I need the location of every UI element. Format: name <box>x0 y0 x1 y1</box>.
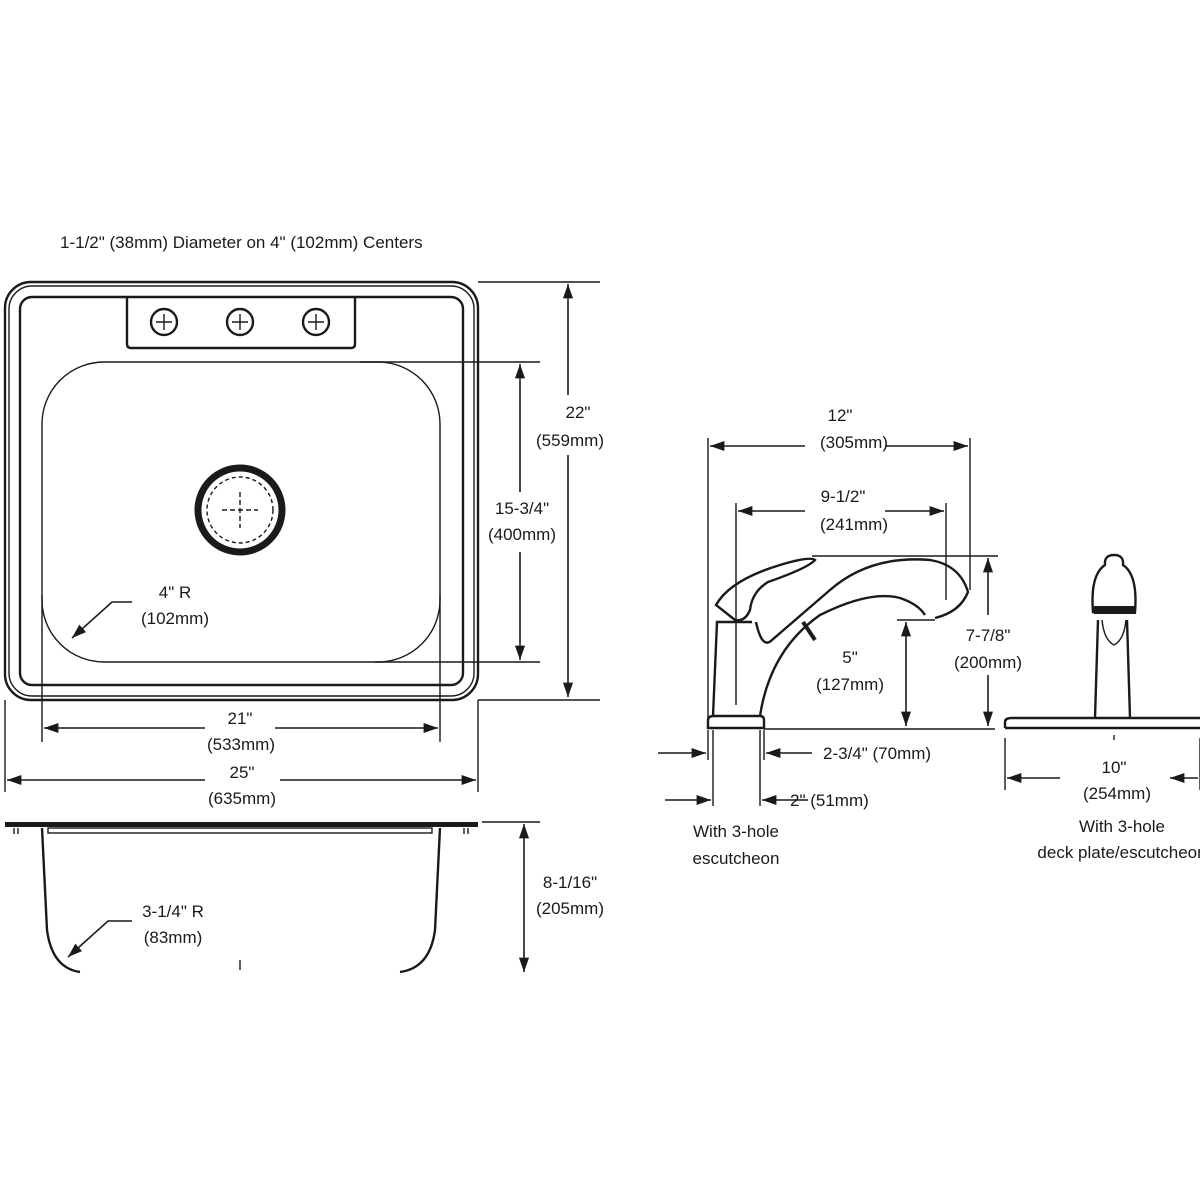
bowl-depth-mm: (400mm) <box>488 525 556 544</box>
faucet-deck <box>125 297 357 350</box>
faucet-side-view: 12" (305mm) 9-1/2" (241mm) 5" (127mm) 7-… <box>658 405 1028 868</box>
bowl-width-mm: (533mm) <box>207 735 275 754</box>
deck-plate-in: 10" <box>1102 758 1127 777</box>
spout-clearance-in: 5" <box>842 648 858 667</box>
base-width-label: 2-3/4" (70mm) <box>823 744 931 763</box>
corner-radius-mm: (102mm) <box>141 609 209 628</box>
bowl-outline <box>41 361 441 663</box>
caption-escutcheon-2: escutcheon <box>693 849 780 868</box>
bowl-height-mm: (205mm) <box>536 899 604 918</box>
faucet-handle <box>714 557 817 622</box>
base-body-label: 2" (51mm) <box>790 791 869 810</box>
sink-side-view: 8-1/16" (205mm) 3-1/4" R (83mm) <box>5 821 610 974</box>
faucet-holes <box>149 307 331 337</box>
corner-radius-in: 4" R <box>159 583 192 602</box>
overall-depth-mm: (559mm) <box>536 431 604 450</box>
spout-clearance-mm: (127mm) <box>816 675 884 694</box>
caption-escutcheon-1: With 3-hole <box>693 822 779 841</box>
caption-deck-plate-1: With 3-hole <box>1079 817 1165 836</box>
sink-top-view: 1-1/2" (38mm) Diameter on 4" (102mm) Cen… <box>3 233 608 810</box>
drain-icon <box>194 464 286 556</box>
holes-note: 1-1/2" (38mm) Diameter on 4" (102mm) Cen… <box>60 233 423 252</box>
reach-total-in: 12" <box>828 406 853 425</box>
faucet-base <box>706 714 766 730</box>
overall-width-in: 25" <box>230 763 255 782</box>
overall-depth-in: 22" <box>566 403 591 422</box>
faucet-front-view: 10" (254mm) With 3-hole deck plate/escut… <box>1003 553 1200 862</box>
spout-reach-in: 9-1/2" <box>821 487 866 506</box>
bottom-radius-in: 3-1/4" R <box>142 902 204 921</box>
overall-width-mm: (635mm) <box>208 789 276 808</box>
reach-total-mm: (305mm) <box>820 433 888 452</box>
bowl-depth-in: 15-3/4" <box>495 499 549 518</box>
bowl-height-in: 8-1/16" <box>543 873 597 892</box>
deck-plate-mm: (254mm) <box>1083 784 1151 803</box>
deck-plate <box>1003 716 1200 730</box>
bottom-radius-mm: (83mm) <box>144 928 203 947</box>
overall-height-mm: (200mm) <box>954 653 1022 672</box>
overall-height-in: 7-7/8" <box>966 626 1011 645</box>
caption-deck-plate-2: deck plate/escutcheon <box>1037 843 1200 862</box>
bowl-width-in: 21" <box>228 709 253 728</box>
spray-head <box>1091 553 1137 614</box>
spout-reach-mm: (241mm) <box>820 515 888 534</box>
